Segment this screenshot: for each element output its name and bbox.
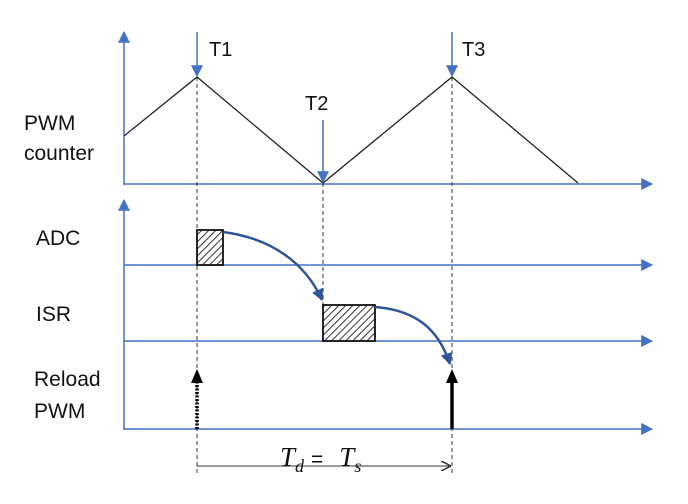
t3-label: T3 <box>462 39 485 61</box>
t1-label: T1 <box>209 39 232 61</box>
adc-conversion-block <box>196 229 224 266</box>
td-subscript: d <box>295 456 305 476</box>
td-symbol: T <box>280 442 297 472</box>
delay-formula: Td = Ts <box>280 442 361 476</box>
isr-execution-block <box>322 304 376 342</box>
adc-label: ADC <box>36 227 80 250</box>
ts-symbol: T <box>339 442 356 472</box>
adc-to-isr-flow-arrow <box>222 230 324 302</box>
ts-subscript: s <box>354 456 361 476</box>
pwm-counter-label-line2: counter <box>24 142 94 165</box>
pwm-counter-waveform <box>123 76 579 184</box>
t2-label: T2 <box>305 93 328 115</box>
equals-sign: = <box>311 448 323 471</box>
reload-pwm-arrow-t1-head <box>191 369 203 383</box>
isr-to-reload-flow-arrow <box>374 305 453 366</box>
reload-pwm-label-line1: Reload <box>34 368 101 391</box>
reload-pwm-arrow-t3-head <box>446 369 458 383</box>
isr-label: ISR <box>36 303 71 326</box>
pwm-counter-label-line1: PWM <box>24 112 75 135</box>
reload-pwm-label-line2: PWM <box>34 400 85 423</box>
